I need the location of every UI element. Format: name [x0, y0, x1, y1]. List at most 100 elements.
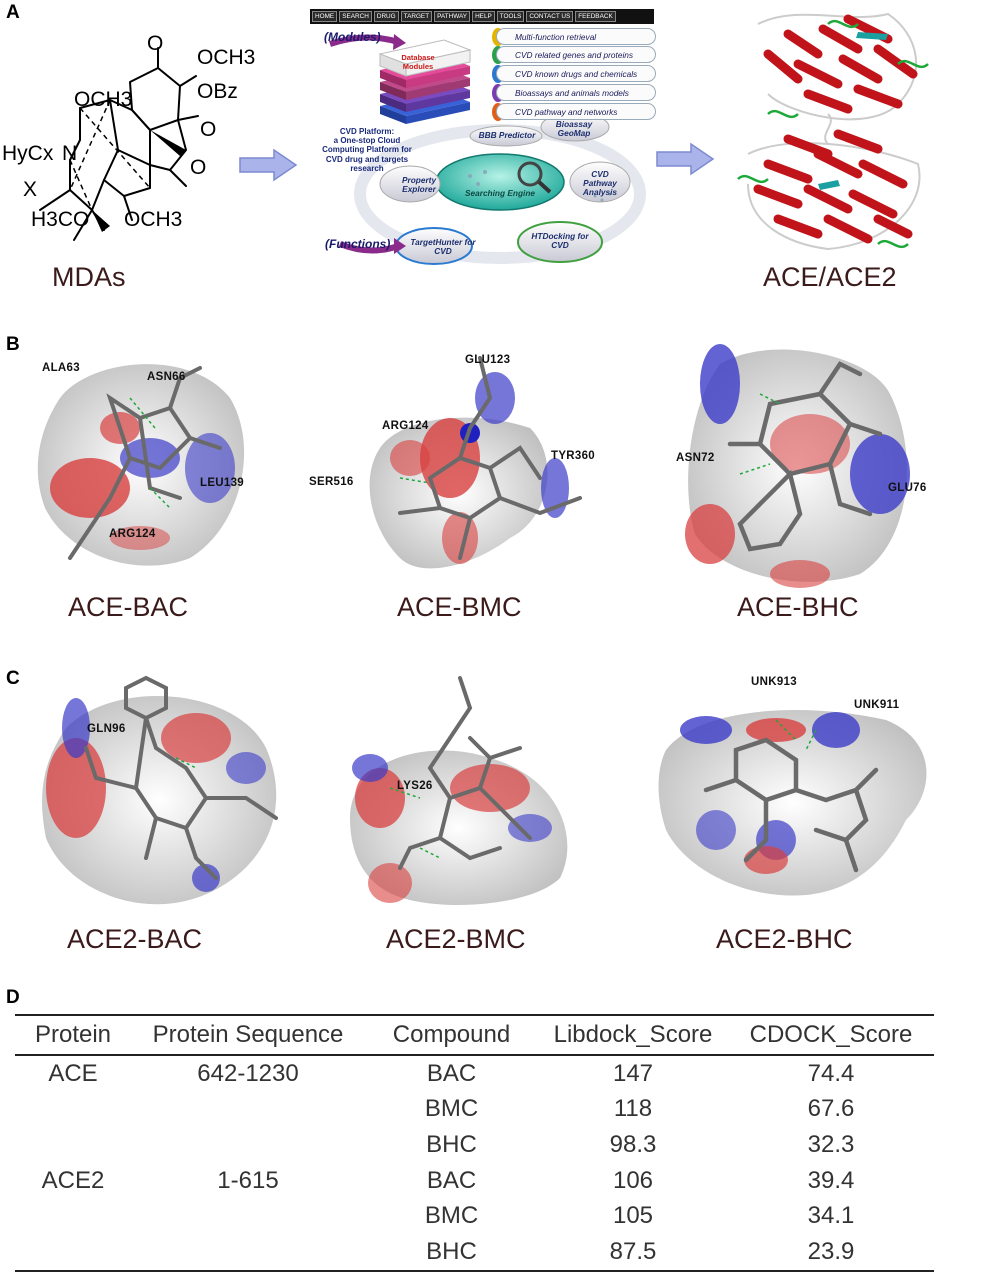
residue-label-unk913: UNK913 — [751, 676, 797, 688]
targethunter-label: TargetHunter for CVD — [410, 237, 476, 257]
table-row: ACE2 1-615 BAC 106 39.4 — [15, 1163, 934, 1199]
label-x: X — [23, 178, 38, 201]
label-och3-top: OCH3 — [197, 46, 256, 69]
table-cell: 118 — [613, 1095, 653, 1123]
caption-ace2-bmc: ACE2-BMC — [386, 924, 526, 954]
col-header-protein-sequence: Protein Sequence — [131, 1014, 365, 1056]
docking-scores-table: Protein Protein Sequence Compound Libdoc… — [15, 1014, 934, 1272]
residue-label-asn72: ASN72 — [676, 452, 715, 464]
cvd-pathway-label: CVD Pathway Analysis — [582, 169, 618, 198]
docking-image-ace-bac — [37, 364, 245, 566]
nav-target: TARGET — [400, 11, 433, 22]
platform-graphic — [329, 28, 646, 265]
table-row: BHC 87.5 23.9 — [15, 1233, 934, 1272]
table-row: BMC 105 34.1 — [15, 1198, 934, 1234]
platform-nav-bar: HOME SEARCH DRUG TARGET PATHWAY HELP TOO… — [310, 9, 654, 24]
table-cell: ACE — [48, 1059, 98, 1087]
table-cell: 147 — [612, 1059, 654, 1087]
label-o-ring: O — [200, 118, 217, 141]
right-arrow-icon — [656, 142, 715, 176]
col-header-cdock-score: CDOCK_Score — [728, 1014, 934, 1056]
nav-home: HOME — [312, 11, 338, 22]
docking-image-ace2-bac — [42, 675, 278, 905]
table-cell: 34.1 — [807, 1202, 855, 1230]
table-row: ACE 642-1230 BAC 147 74.4 — [15, 1055, 934, 1092]
label-o-carbonyl: O — [190, 156, 207, 179]
caption-ace-bac: ACE-BAC — [68, 592, 189, 622]
table-cell — [15, 1092, 131, 1128]
table-cell: 32.3 — [807, 1130, 855, 1158]
nav-drug: DRUG — [373, 11, 399, 22]
caption-ace-bhc: ACE-BHC — [737, 592, 859, 622]
module-item: CVD known drugs and chemicals — [496, 65, 656, 82]
table-header-row: Protein Protein Sequence Compound Libdoc… — [15, 1014, 934, 1056]
database-modules-label: Database Modules — [401, 53, 435, 71]
nav-pathway: PATHWAY — [434, 11, 471, 22]
table-cell — [15, 1127, 131, 1163]
bioassay-geomap-label: Bioassay GeoMap — [555, 119, 593, 139]
table-cell: BMC — [424, 1202, 479, 1230]
residue-label-leu139: LEU139 — [200, 477, 244, 489]
table-cell: ACE2 — [41, 1166, 105, 1194]
nav-search: SEARCH — [339, 11, 372, 22]
col-header-libdock-score: Libdock_Score — [538, 1014, 728, 1056]
docking-image-ace-bhc — [685, 344, 910, 588]
caption-ace-ace2: ACE/ACE2 — [763, 262, 897, 292]
platform-description: CVD Platform: a One-stop Cloud Computing… — [322, 127, 412, 173]
label-hycx: HyCx — [2, 142, 54, 165]
residue-label-tyr360: TYR360 — [551, 450, 595, 462]
label-obz: OBz — [197, 80, 238, 103]
residue-label-asn66: ASN66 — [147, 371, 186, 383]
table-cell — [131, 1127, 365, 1163]
residue-label-unk911: UNK911 — [854, 699, 900, 711]
label-n: N — [62, 142, 78, 165]
nav-feedback: FEEDBACK — [575, 11, 616, 22]
panel-label-b: B — [6, 334, 20, 355]
table-cell: 87.5 — [538, 1233, 728, 1272]
residue-label-gln96: GLN96 — [87, 723, 126, 735]
label-h3co: H3CO — [31, 208, 90, 231]
table-cell: 74.4 — [807, 1059, 855, 1087]
docking-image-ace-bmc — [369, 356, 582, 569]
caption-ace-bmc: ACE-BMC — [397, 592, 522, 622]
table-cell — [15, 1198, 131, 1234]
table-cell: 67.6 — [807, 1095, 855, 1123]
table-cell: BHC — [365, 1233, 538, 1272]
docking-image-ace2-bhc — [658, 710, 927, 896]
residue-label-lys26: LYS26 — [397, 780, 433, 792]
bbb-predictor-label: BBB Predictor — [478, 130, 536, 140]
table-cell: 39.4 — [807, 1166, 855, 1194]
table-cell: BAC — [426, 1059, 477, 1087]
module-item: CVD pathway and networks — [496, 103, 656, 120]
table-cell — [15, 1233, 131, 1272]
table-cell: 1-615 — [217, 1166, 279, 1194]
htdocking-label: HTDocking for CVD — [531, 231, 589, 251]
caption-ace2-bhc: ACE2-BHC — [716, 924, 853, 954]
searching-engine-label: Searching Engine — [464, 188, 536, 198]
module-item: CVD related genes and proteins — [496, 46, 656, 63]
table-cell — [131, 1092, 365, 1128]
modules-label: (Modules) — [324, 30, 381, 44]
property-explorer-label: Property Explorer — [401, 175, 437, 195]
table-cell — [131, 1233, 365, 1272]
residue-label-glu123: GLU123 — [465, 354, 511, 366]
table-cell: 642-1230 — [197, 1059, 299, 1087]
table-row: BHC 98.3 32.3 — [15, 1127, 934, 1163]
residue-label-glu76: GLU76 — [888, 482, 927, 494]
functions-label: (Functions) — [325, 237, 391, 251]
table-cell: BMC — [424, 1095, 479, 1123]
caption-ace2-bac: ACE2-BAC — [67, 924, 203, 954]
table-cell: 105 — [612, 1202, 654, 1230]
table-cell: 106 — [612, 1166, 654, 1194]
residue-label-ser516: SER516 — [309, 476, 354, 488]
label-och3-left: OCH3 — [74, 88, 133, 111]
panel-label-d: D — [6, 987, 20, 1008]
right-arrow-icon — [239, 148, 298, 182]
col-header-protein: Protein — [15, 1014, 131, 1056]
panel-label-a: A — [6, 2, 20, 23]
residue-label-ala63: ALA63 — [42, 362, 80, 374]
table-cell: 98.3 — [609, 1130, 657, 1158]
module-item: Multi-function retrieval — [496, 28, 656, 45]
table-cell: BAC — [426, 1166, 477, 1194]
table-row: BMC 118 67.6 — [15, 1092, 934, 1128]
